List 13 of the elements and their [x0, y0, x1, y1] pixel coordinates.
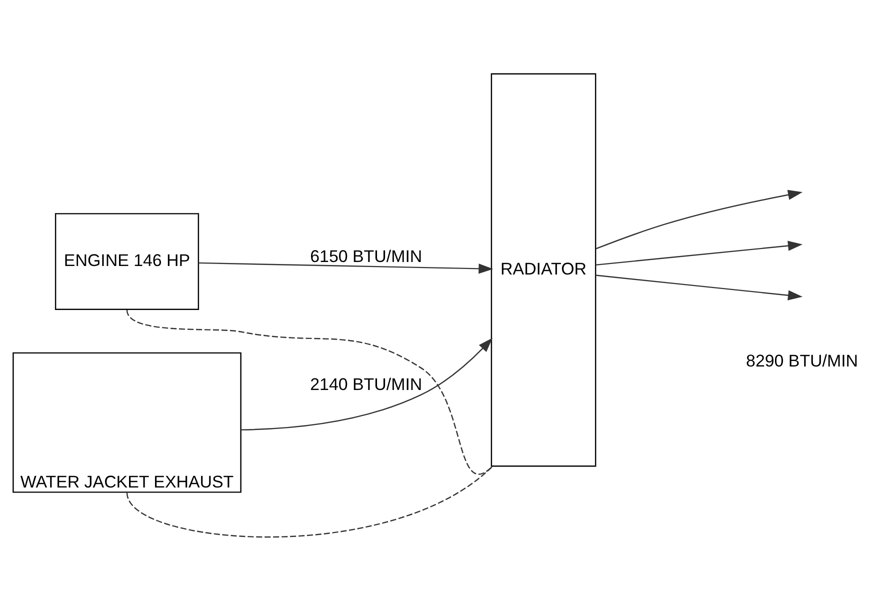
- edge-label: 2140 BTU/MIN: [310, 375, 422, 394]
- arrow: [240, 338, 493, 430]
- node-box: WATER JACKET EXHAUST: [12, 352, 242, 493]
- connector: [126, 466, 494, 538]
- connector: [126, 310, 494, 474]
- node-box: ENGINE 146 HP: [54, 213, 200, 310]
- arrow: [596, 190, 803, 250]
- arrow: [596, 274, 803, 300]
- edge-label: 6150 BTU/MIN: [310, 246, 422, 266]
- arrow: [596, 240, 803, 266]
- arrow: [198, 262, 494, 274]
- label: 8290 BTU/MIN: [746, 351, 858, 370]
- node-box: RADIATOR: [490, 73, 596, 467]
